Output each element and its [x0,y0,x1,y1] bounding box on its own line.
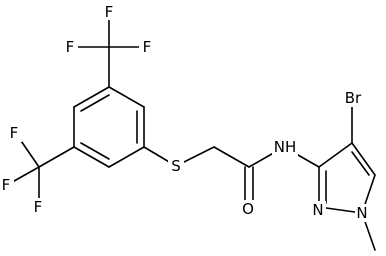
bromine-label: Br [345,89,362,107]
atom-background [139,38,154,56]
bond-ch2-carbonyl [213,146,250,168]
atom-background [355,204,370,222]
atom-label-layer: F F F F F F S O NH Br N N [0,2,370,222]
fluorine-label: F [105,3,114,21]
atom-background [102,2,117,20]
bond-ring-4 [73,146,110,168]
atom-background [7,124,22,142]
bond-pyrazole-c4-c5-inner [351,151,370,176]
fluorine-label: F [34,198,43,216]
bond-ring-6 [73,86,110,108]
atom-background [272,138,298,156]
bond-ring-6-inner [80,94,110,112]
bond-ring-1 [108,86,145,108]
fluorine-label: F [66,38,75,56]
atom-background [341,89,365,107]
atom-background [311,201,326,219]
atom-background [168,157,184,175]
atom-background [31,198,46,216]
fluorine-label: F [2,176,11,194]
atom-background [0,175,14,193]
oxygen-label: O [242,200,254,218]
bond-pyrazole-c3-c4 [318,142,353,168]
bond-ring-4-inner [80,142,110,160]
bond-pyrazole-n1-n2 [318,206,363,214]
fluorine-label: F [10,124,19,142]
sulfur-label: S [171,157,181,175]
bond-cf3-left-ring [38,146,75,168]
atom-background [63,38,78,56]
pyrazole-nitrogen-label: N [356,204,367,222]
fluorine-label: F [143,38,152,56]
amide-nitrogen-label: NH [274,138,297,156]
atom-background [240,200,257,218]
bond-ring-3 [108,146,145,168]
bond-pyrazole-c4-c5 [351,142,376,176]
pyrazole-nitrogen-label: N [312,201,323,219]
